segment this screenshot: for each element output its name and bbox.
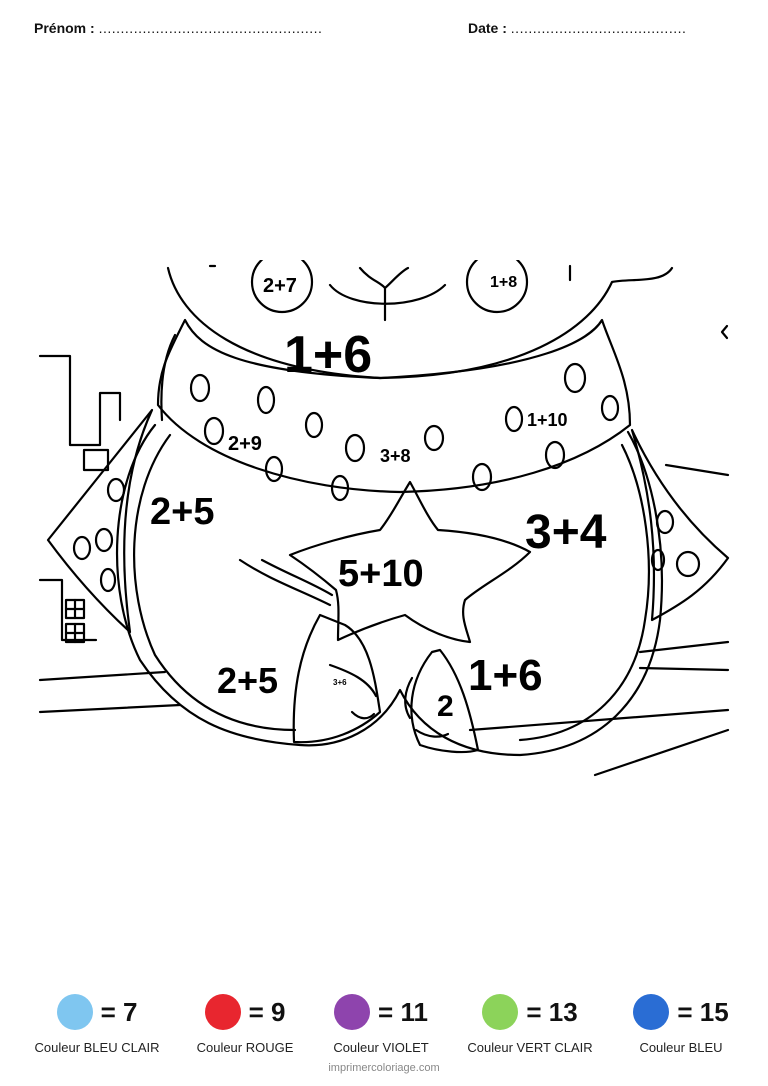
color-dot-icon xyxy=(56,994,93,1030)
legend-item-violet: = 11 Couleur VIOLET xyxy=(306,990,456,1055)
body-outline xyxy=(116,423,663,757)
date-field[interactable]: Date : .................................… xyxy=(468,20,686,36)
prenom-dots: ........................................… xyxy=(98,20,323,36)
head-outline xyxy=(166,266,674,380)
sum-labels: 2+7 1+8 1+6 2+9 3+8 1+10 2+5 3+4 5+10 2+… xyxy=(150,274,607,723)
foot-left xyxy=(292,613,382,744)
date-dots: ........................................ xyxy=(510,20,687,36)
sum-label: 1+8 xyxy=(490,274,517,291)
cheek-left xyxy=(250,260,314,314)
house-outline xyxy=(38,354,122,447)
coloring-picture: 2+7 1+8 1+6 2+9 3+8 1+10 2+5 3+4 5+10 2+… xyxy=(38,260,730,777)
legend-caption: Couleur VIOLET xyxy=(333,1040,429,1055)
prenom-label: Prénom : xyxy=(34,20,95,36)
cheek-right xyxy=(465,260,529,314)
star-outline xyxy=(288,480,532,644)
prenom-field[interactable]: Prénom : ...............................… xyxy=(34,20,322,36)
color-dot-icon xyxy=(482,994,519,1030)
sum-label: 5+10 xyxy=(338,553,424,595)
legend-value: = 11 xyxy=(378,996,428,1027)
legend-item-light-blue: = 7 Couleur BLEU CLAIR xyxy=(22,990,172,1055)
sum-label: 2 xyxy=(437,690,454,723)
legend-item-red: = 9 Couleur ROUGE xyxy=(170,990,320,1055)
scarf-spots xyxy=(189,362,620,502)
sum-label: 2+7 xyxy=(263,275,297,297)
foot-right-toes xyxy=(404,676,450,738)
sum-label: 1+6 xyxy=(284,326,372,384)
wing-right-spots xyxy=(650,509,701,578)
color-dot-icon xyxy=(633,994,670,1030)
wing-left-spots xyxy=(72,477,126,593)
foot-right xyxy=(410,648,480,754)
color-dot-icon xyxy=(204,994,241,1030)
sum-label: 3+4 xyxy=(525,506,607,559)
legend-value: = 13 xyxy=(526,996,578,1027)
sum-label: 2+5 xyxy=(150,491,214,533)
legend-value: = 7 xyxy=(100,996,138,1027)
eye-mark xyxy=(208,264,572,282)
legend-caption: Couleur ROUGE xyxy=(196,1040,294,1055)
legend-value: = 15 xyxy=(677,996,729,1027)
sum-label: 3+6 xyxy=(333,678,347,687)
star-swirl xyxy=(238,558,334,607)
legend-caption: Couleur BLEU xyxy=(639,1040,723,1055)
wing-right xyxy=(630,428,730,622)
sum-label: 1+10 xyxy=(527,410,568,430)
body-inner-left xyxy=(133,433,297,732)
legend-item-light-green: = 13 Couleur VERT CLAIR xyxy=(455,990,605,1055)
mouth xyxy=(328,266,447,322)
legend-caption: Couleur BLEU CLAIR xyxy=(34,1040,160,1055)
color-dot-icon xyxy=(334,994,371,1030)
wing-left xyxy=(46,408,154,634)
house-wall xyxy=(82,448,110,472)
corner-mark xyxy=(720,324,729,340)
sum-label: 2+9 xyxy=(228,433,262,455)
site-credit: imprimercoloriage.com xyxy=(328,1062,440,1074)
sum-label: 3+8 xyxy=(380,446,411,466)
window-icon xyxy=(64,598,86,644)
legend-item-blue: = 15 Couleur BLEU xyxy=(606,990,756,1055)
house-side xyxy=(38,578,98,642)
body-inner-right xyxy=(518,443,650,742)
ground-lines xyxy=(38,463,730,777)
sum-label: 2+5 xyxy=(217,660,278,701)
legend-caption: Couleur VERT CLAIR xyxy=(467,1040,593,1055)
sum-label: 1+6 xyxy=(468,651,543,700)
legend-value: = 9 xyxy=(248,996,286,1027)
date-label: Date : xyxy=(468,20,507,36)
foot-left-toes xyxy=(328,663,378,720)
scarf-outline xyxy=(156,318,632,494)
scarf-inner xyxy=(160,333,177,422)
